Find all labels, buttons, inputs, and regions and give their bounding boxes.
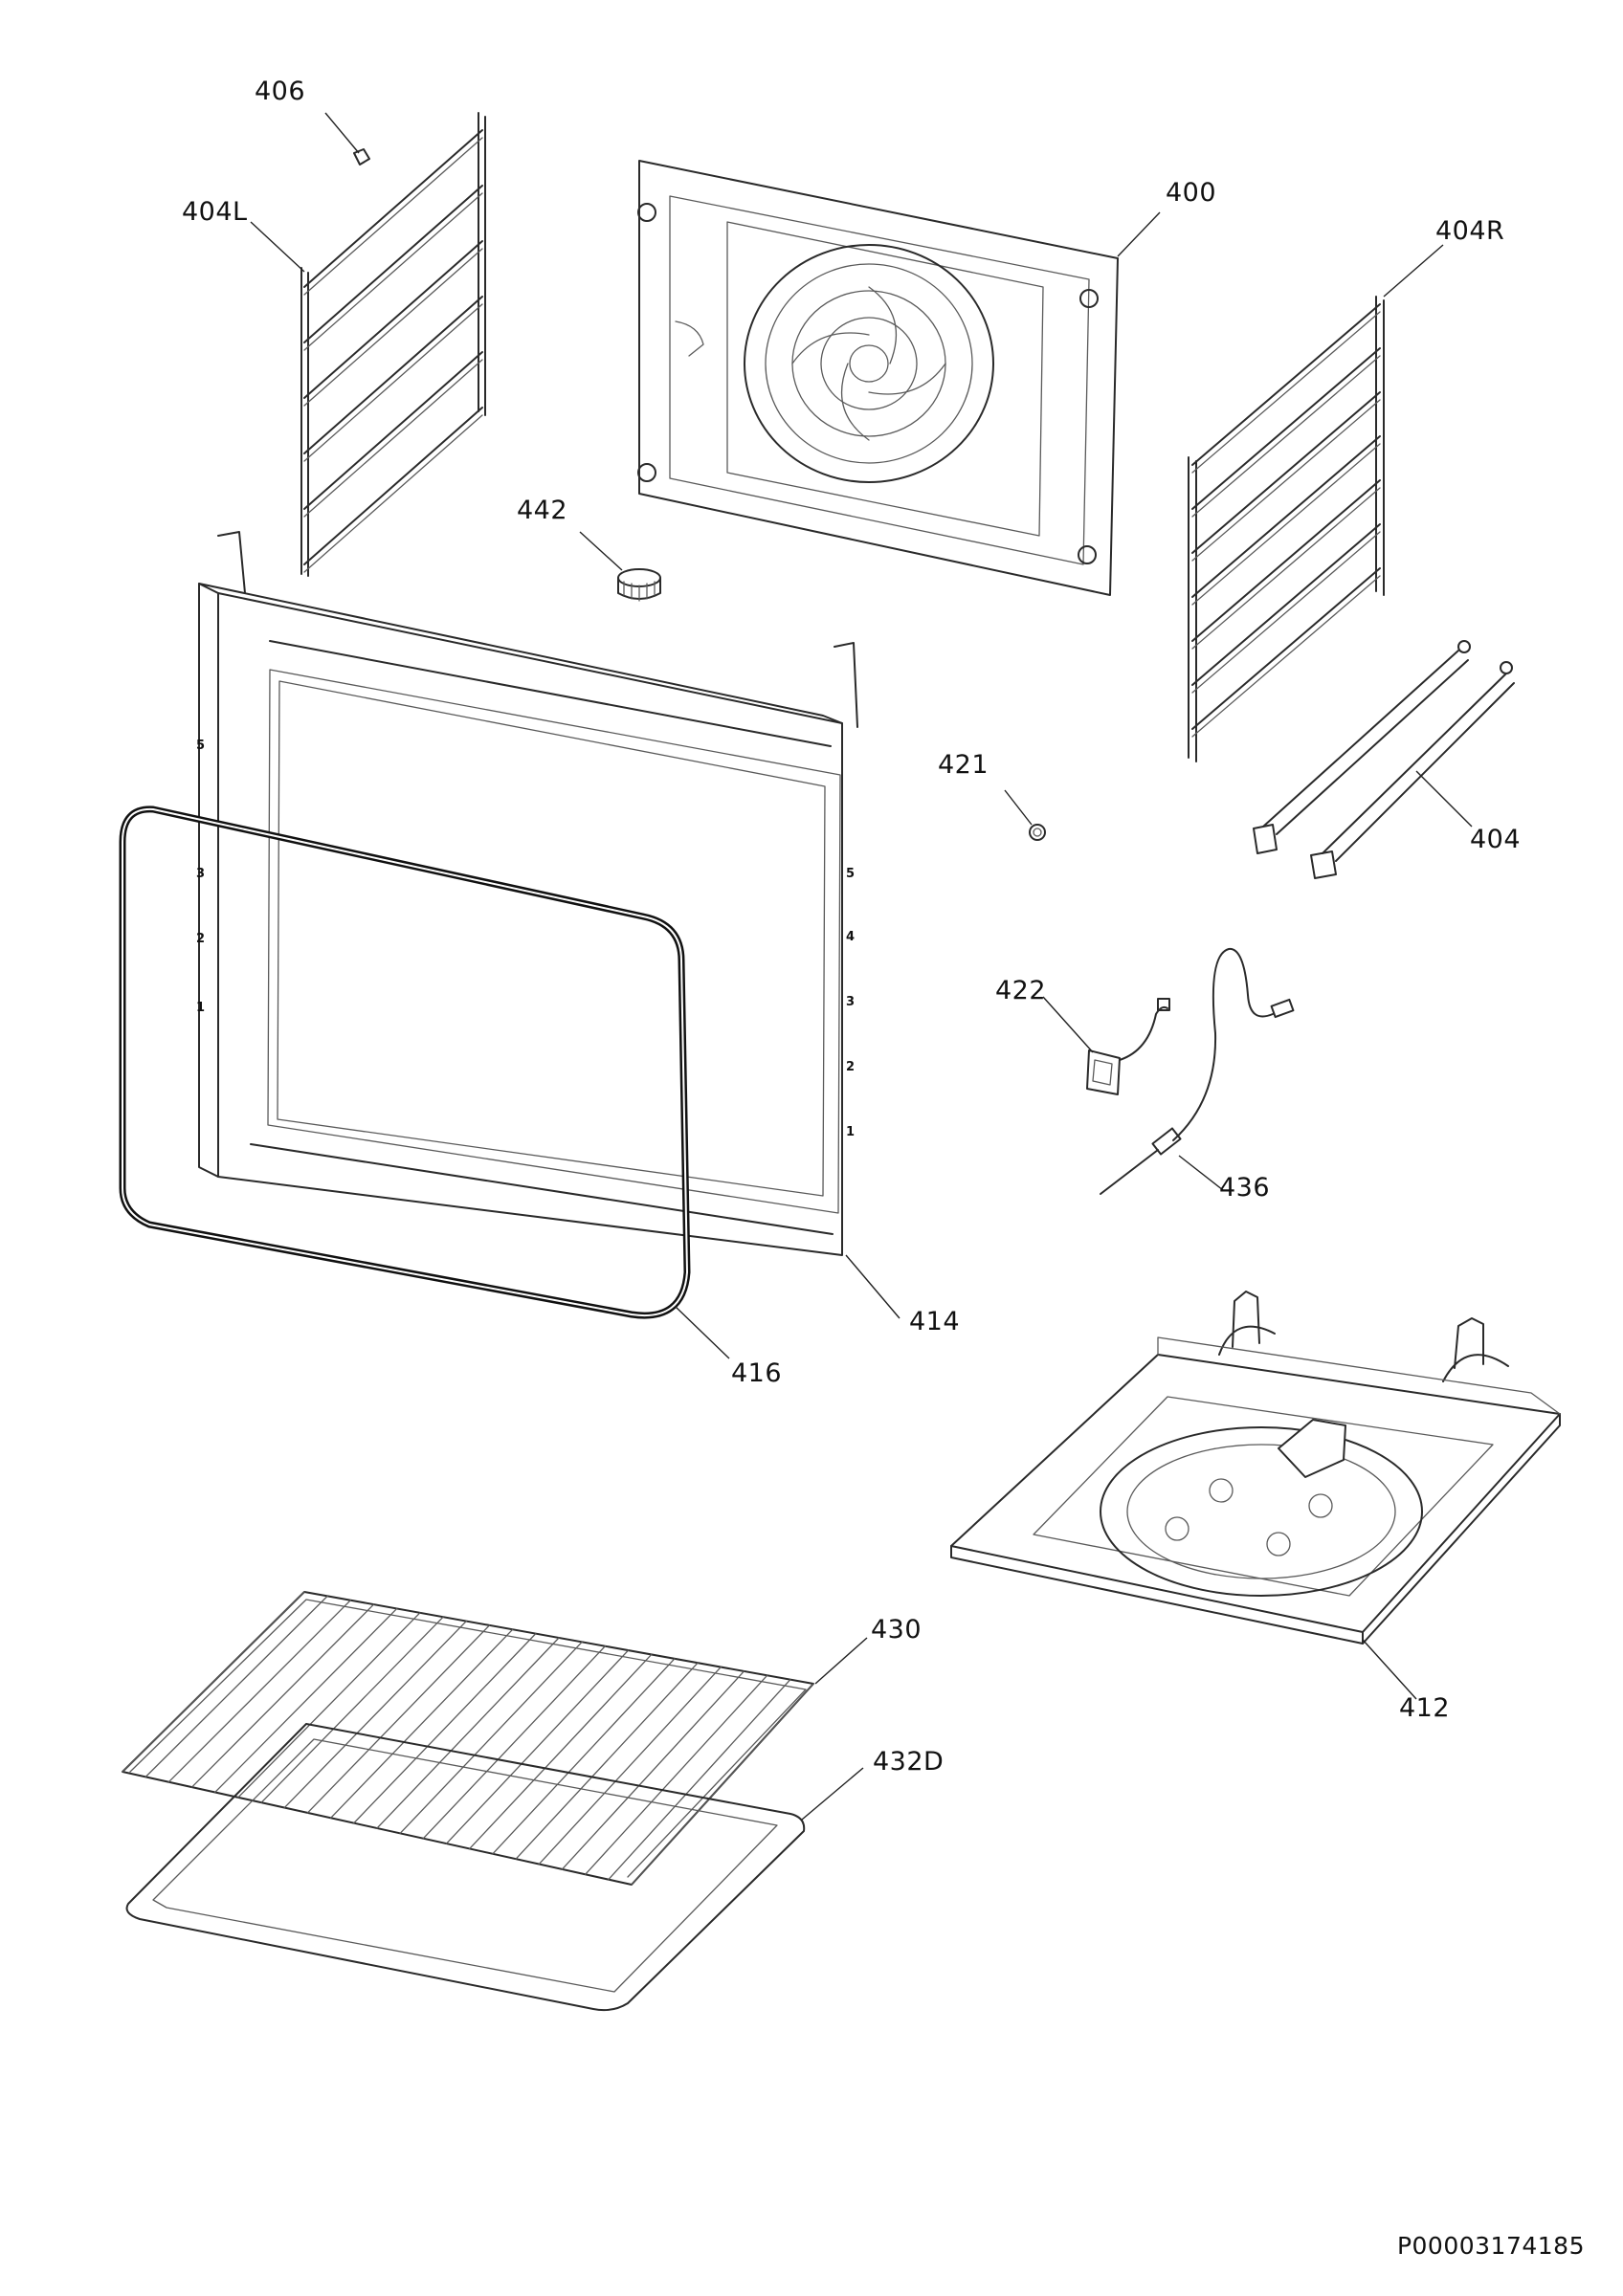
wire-segment — [376, 1637, 560, 1829]
part-404R-right-shelf-rack — [1188, 244, 1444, 762]
cavity-shelf-number-right: 3 — [846, 995, 856, 1009]
part-416-door-gasket — [119, 806, 730, 1359]
wire-segment — [214, 1607, 398, 1794]
callout-436: 436 — [1219, 1173, 1271, 1203]
wire-segment — [515, 1662, 699, 1860]
wire-segment — [303, 185, 483, 343]
callout-430: 430 — [871, 1615, 923, 1645]
part-421-lamp-cap — [1004, 789, 1046, 841]
wire-segment — [303, 248, 483, 407]
wire-segment — [303, 414, 483, 573]
wire-segment — [303, 303, 483, 462]
part-404-telescopic-runners — [1253, 640, 1515, 879]
wire-segment — [1191, 435, 1381, 598]
callout-421: 421 — [938, 750, 989, 780]
wire-segment — [1191, 399, 1381, 562]
wire-segment — [190, 1603, 375, 1788]
wire-segment — [608, 1678, 791, 1881]
wire-segment — [422, 1645, 607, 1840]
wire-segment — [1191, 523, 1381, 686]
wire-segment — [399, 1641, 583, 1835]
wire-segment — [584, 1674, 768, 1875]
wire-segment — [283, 1620, 467, 1809]
wire-segment — [303, 137, 483, 296]
wire-segment — [303, 240, 483, 399]
wire-segment — [1191, 347, 1381, 510]
wire-segment — [1191, 567, 1381, 730]
wire-segment — [538, 1666, 722, 1866]
wire-segment — [1191, 575, 1381, 738]
callout-432D: 432D — [873, 1747, 945, 1777]
wire-segment — [1191, 355, 1381, 518]
part-442-filter — [579, 531, 661, 602]
wire-segment — [306, 1624, 491, 1814]
wire-segment — [631, 1683, 814, 1886]
wire-segment — [492, 1658, 676, 1855]
wire-segment — [561, 1670, 745, 1870]
cavity-shelf-number-left: 3 — [196, 867, 206, 881]
callout-416: 416 — [731, 1358, 783, 1388]
wire-segment — [145, 1595, 328, 1778]
wire-segment — [445, 1649, 630, 1844]
callout-442: 442 — [517, 496, 568, 525]
wire-segment — [303, 296, 483, 454]
wire-segment — [1191, 391, 1381, 554]
wire-segment — [469, 1653, 653, 1850]
cavity-shelf-number-right: 4 — [846, 930, 856, 944]
cavity-shelf-number-right: 5 — [846, 867, 856, 881]
part-400-back-panel — [637, 160, 1161, 596]
wire-segment — [353, 1632, 537, 1824]
wire-segment — [1191, 531, 1381, 694]
cavity-shelf-number-right: 2 — [846, 1060, 856, 1074]
wire-segment — [237, 1612, 421, 1799]
document-id: P00003174185 — [1396, 2232, 1585, 2260]
cavity-shelf-number-left: 2 — [196, 932, 206, 946]
part-436-thermostat-probe — [1100, 947, 1295, 1195]
wire-segment — [1191, 479, 1381, 642]
wire-segment — [1191, 311, 1381, 474]
part-430-wire-shelf — [122, 1591, 868, 1886]
part-432D-baking-tray — [125, 1723, 864, 2012]
part-414-oven-cavity — [198, 531, 900, 1319]
callout-404: 404 — [1470, 825, 1522, 854]
part-404L-left-shelf-rack — [250, 112, 486, 577]
callout-404L: 404L — [182, 197, 248, 227]
callout-412: 412 — [1399, 1693, 1451, 1723]
part-422-lamp-holder — [1042, 996, 1170, 1095]
cavity-shelf-number-left: 5 — [196, 739, 206, 753]
callout-422: 422 — [995, 976, 1047, 1005]
part-406-clip — [324, 112, 370, 166]
cavity-shelf-number-right: 1 — [846, 1125, 856, 1139]
part-412-cavity-bottom — [950, 1291, 1561, 1700]
wire-segment — [1191, 487, 1381, 650]
wire-segment — [1191, 303, 1381, 466]
wire-segment — [303, 129, 483, 288]
wire-segment — [1191, 443, 1381, 606]
cavity-shelf-number-left: 1 — [196, 1001, 206, 1015]
wire-segment — [260, 1616, 444, 1803]
wire-segment — [303, 192, 483, 351]
wire-segment — [122, 1591, 305, 1773]
callout-406: 406 — [255, 77, 306, 106]
wire-segment — [303, 351, 483, 510]
wire-segment — [303, 407, 483, 565]
callout-400: 400 — [1166, 178, 1217, 208]
callout-414: 414 — [909, 1307, 961, 1336]
callout-404R: 404R — [1435, 216, 1505, 246]
wire-segment — [329, 1628, 514, 1819]
wire-segment — [303, 359, 483, 518]
wire-segment — [167, 1600, 352, 1783]
